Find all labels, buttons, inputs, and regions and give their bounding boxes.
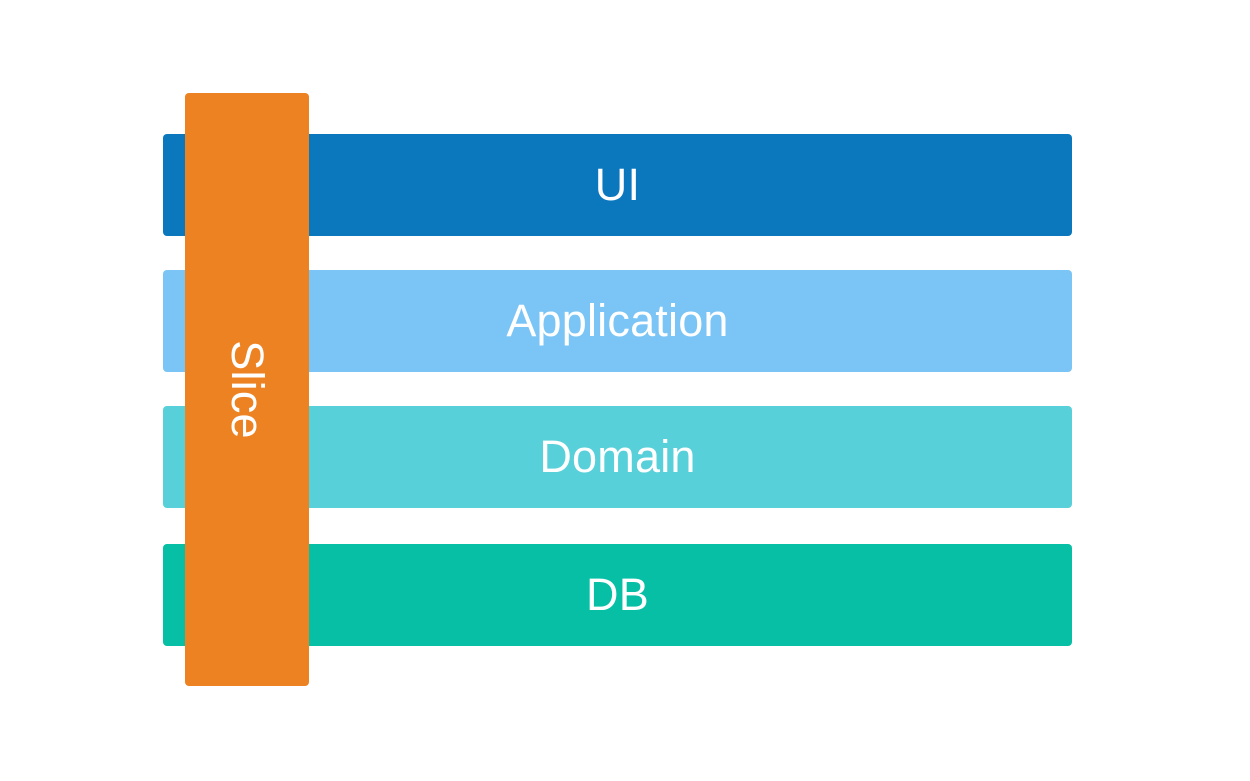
- layer-bar-db[interactable]: DB: [163, 544, 1072, 646]
- layer-label-application: Application: [506, 294, 729, 346]
- slice-label: Slice: [221, 340, 273, 439]
- layer-label-ui: UI: [594, 158, 641, 210]
- layer-label-domain: Domain: [539, 430, 696, 482]
- layer-label-db: DB: [586, 568, 649, 620]
- layer-bar-ui[interactable]: UI: [163, 134, 1072, 236]
- layer-bar-application[interactable]: Application: [163, 270, 1072, 372]
- layer-bar-domain[interactable]: Domain: [163, 406, 1072, 508]
- slice-bar[interactable]: Slice: [185, 93, 309, 686]
